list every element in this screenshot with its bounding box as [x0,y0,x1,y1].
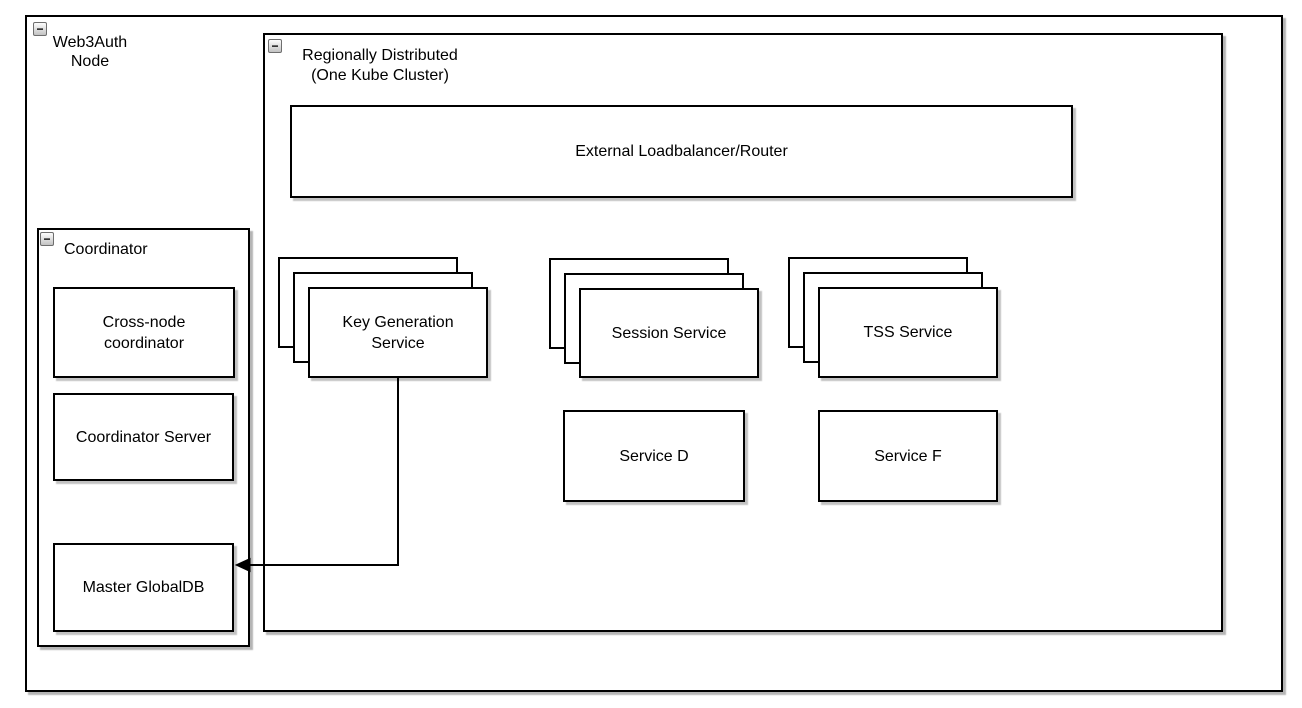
container-coordinator[interactable]: − Coordinator Cross-node coordinator Coo… [37,228,250,647]
label-line: Regionally Distributed [302,47,458,64]
node-service-f[interactable]: Service F [818,410,998,502]
node-label: Cross-node [102,313,186,331]
label-line: Web3Auth [52,34,128,51]
node-key-generation-service[interactable]: Key Generation Service [308,287,488,378]
collapse-icon[interactable]: − [40,232,54,246]
node-label: Service F [874,447,942,465]
node-external-loadbalancer[interactable]: External Loadbalancer/Router [290,105,1073,198]
node-label: Master GlobalDB [82,579,205,596]
container-regionally-distributed[interactable]: − Regionally Distributed (One Kube Clust… [263,33,1223,632]
label-line: (One Kube Cluster) [311,67,449,84]
node-tss-service[interactable]: TSS Service [818,287,998,378]
label-line: Node [70,53,110,70]
node-label: TSS Service [863,324,953,341]
container-label-regionally-distributed: Regionally Distributed (One Kube Cluster… [291,46,469,86]
container-label-coordinator: Coordinator [64,241,148,258]
node-session-service[interactable]: Session Service [579,288,759,378]
node-label: Service D [619,447,689,465]
node-master-globaldb[interactable]: Master GlobalDB [53,543,234,632]
collapse-icon[interactable]: − [268,39,282,53]
node-label: Key Generation [342,313,454,331]
node-label: Service [371,334,425,352]
node-cross-node-coordinator[interactable]: Cross-node coordinator [53,287,235,378]
collapse-icon[interactable]: − [33,22,47,36]
node-coordinator-server[interactable]: Coordinator Server [53,393,234,481]
container-web3auth-node[interactable]: − Web3Auth Node − Regionally Distributed… [25,15,1283,692]
node-label: Coordinator Server [75,428,212,446]
node-label: coordinator [103,334,185,352]
node-label: External Loadbalancer/Router [575,143,788,160]
node-service-d[interactable]: Service D [563,410,745,502]
node-label: Session Service [611,324,727,342]
container-label-web3auth-node: Web3Auth Node [50,33,130,71]
